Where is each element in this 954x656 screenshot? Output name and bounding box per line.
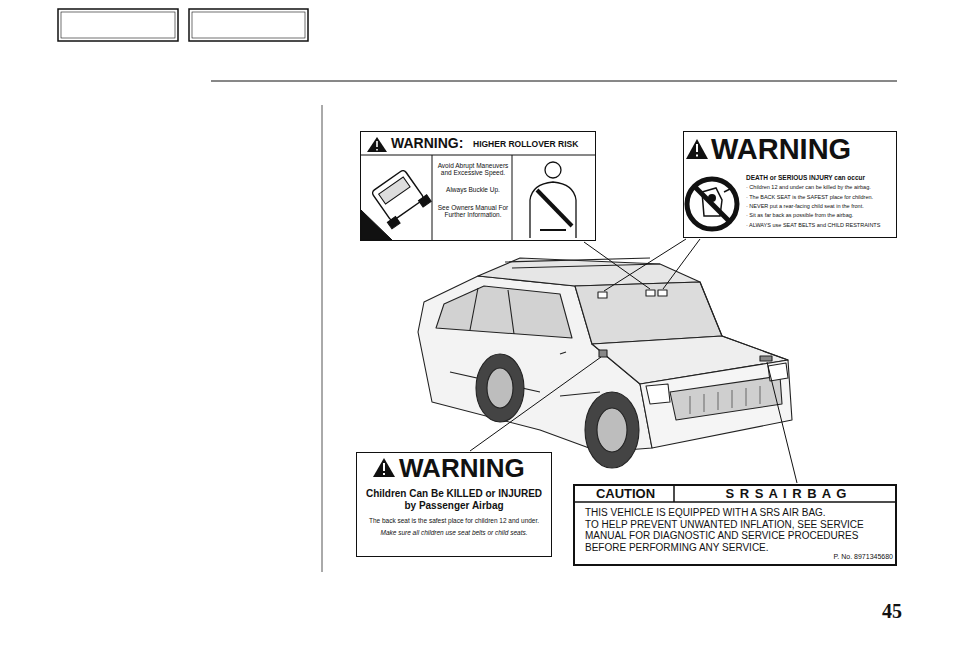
label-bullet: · NEVER put a rear-facing child seat in … [746, 203, 895, 209]
page-number: 45 [866, 600, 902, 623]
part-number: P. No. 8971345680 [755, 553, 893, 561]
child-airbag-warning-label: WARNING Children Can Be KILLED or INJURED… [356, 452, 552, 557]
label-bullet: · Sit as far back as possible from the a… [746, 212, 895, 218]
label-body: Always Buckle Up. [434, 186, 512, 193]
airbag-warning-label: WARNING DEATH or SERIOUS INJURY can occur… [683, 131, 897, 238]
label-subheading: HIGHER ROLLOVER RISK [473, 140, 595, 150]
rollover-warning-label: WARNING:HIGHER ROLLOVER RISK Avoid Abrupt… [360, 131, 596, 241]
label-body: THIS VEHICLE IS EQUIPPED WITH A SRS AIR … [585, 507, 891, 519]
warning-triangle [367, 137, 387, 152]
label-heading: WARNING [399, 454, 549, 484]
margin-rule [322, 105, 323, 572]
label-subheading: S R S A I R B A G [676, 487, 897, 502]
label-body: The back seat is the safest place for ch… [361, 517, 547, 524]
no-child-seat-icon [687, 179, 737, 229]
suv-illustration [418, 258, 792, 468]
rollover-label-graphics [360, 155, 596, 241]
label-heading: WARNING [711, 133, 895, 166]
label-bullet: · Children 12 and under can be killed by… [746, 184, 895, 190]
label-body: See Owners Manual For Further Informatio… [434, 204, 512, 219]
label-heading: WARNING: [391, 135, 471, 151]
label-body: Avoid Abrupt Maneuvers and Excessive Spe… [434, 162, 512, 177]
srs-caution-label: CAUTIONS R S A I R B A G THIS VEHICLE IS … [573, 484, 897, 566]
caution-label-rules [573, 484, 897, 502]
label-body: TO HELP PREVENT UNWANTED INFLATION, SEE … [585, 519, 891, 554]
warning-triangle [373, 458, 395, 477]
label-bullet: · ALWAYS use SEAT BELTS and CHILD RESTRA… [746, 222, 895, 228]
warning-triangle [686, 139, 708, 159]
label-body: Make sure all children use seat belts or… [361, 529, 547, 536]
header-tabs [58, 9, 308, 41]
label-subheading: DEATH or SERIOUS INJURY can occur [746, 174, 895, 181]
label-heading: CAUTION [575, 487, 676, 502]
label-bullet: · The BACK SEAT is the SAFEST place for … [746, 194, 895, 200]
label-subheading: Children Can Be KILLED or INJURED by Pas… [361, 488, 547, 511]
leader-lines [470, 239, 797, 483]
header-rule [211, 81, 897, 82]
